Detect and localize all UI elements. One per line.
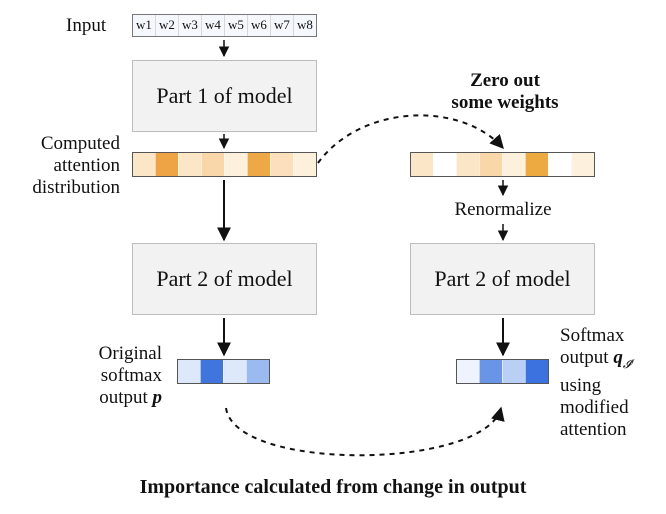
modified-output-cell bbox=[479, 360, 502, 383]
arrow-zero-out-curve bbox=[317, 114, 504, 164]
input-token: w7 bbox=[270, 15, 293, 36]
modified-attention-strip bbox=[410, 152, 595, 177]
attention-label-line3: distribution bbox=[32, 177, 120, 198]
modified-output-subscript: 𝓘′ bbox=[622, 356, 634, 371]
part2-right-box: Part 2 of model bbox=[410, 243, 595, 315]
modified-softmax-strip bbox=[456, 359, 549, 384]
original-output-cell bbox=[223, 360, 246, 383]
attention-cell bbox=[224, 153, 247, 176]
input-token: w5 bbox=[224, 15, 247, 36]
modified-attention-cell bbox=[411, 153, 433, 176]
modified-attention-cell bbox=[571, 153, 594, 176]
part2-right-label: Part 2 of model bbox=[434, 266, 571, 291]
modified-attention-cell bbox=[479, 153, 502, 176]
input-token: w6 bbox=[247, 15, 270, 36]
attention-label-line2: attention bbox=[53, 155, 120, 176]
part2-left-label: Part 2 of model bbox=[156, 266, 293, 291]
attention-label-line1: Computed bbox=[40, 133, 120, 154]
modified-output-line1: Softmax bbox=[560, 325, 625, 346]
input-token: w2 bbox=[155, 15, 178, 36]
attention-label: Computed attention distribution bbox=[6, 133, 120, 199]
modified-attention-cell bbox=[525, 153, 548, 176]
part2-left-box: Part 2 of model bbox=[132, 243, 317, 315]
attention-cell bbox=[133, 153, 155, 176]
input-token: w3 bbox=[178, 15, 201, 36]
original-output-cell bbox=[178, 360, 200, 383]
modified-output-symbol: q bbox=[613, 347, 623, 368]
original-output-line2: softmax bbox=[100, 365, 162, 386]
zero-out-label: Zero out some weights bbox=[425, 70, 585, 114]
part1-label: Part 1 of model bbox=[156, 83, 293, 108]
modified-attention-cell bbox=[433, 153, 456, 176]
modified-attention-cell bbox=[548, 153, 571, 176]
modified-attention-cell bbox=[502, 153, 525, 176]
attention-cell bbox=[155, 153, 178, 176]
input-token: w8 bbox=[293, 15, 316, 36]
bottom-caption: Importance calculated from change in out… bbox=[139, 476, 527, 498]
attention-cell bbox=[270, 153, 293, 176]
original-output-cell bbox=[200, 360, 223, 383]
modified-output-label: Softmax output q𝓘′ using modified attent… bbox=[560, 325, 664, 441]
attention-distribution-strip bbox=[132, 152, 317, 177]
input-token: w1 bbox=[136, 17, 152, 32]
modified-output-cell bbox=[457, 360, 479, 383]
original-output-symbol: p bbox=[152, 387, 163, 408]
zero-out-line1: Zero out bbox=[470, 70, 540, 91]
attention-cell bbox=[247, 153, 270, 176]
arrow-bottom-curve bbox=[225, 406, 505, 457]
modified-attention-cell bbox=[456, 153, 479, 176]
renormalize-label: Renormalize bbox=[454, 199, 552, 220]
input-token: w4 bbox=[201, 15, 224, 36]
zero-out-line2: some weights bbox=[451, 92, 559, 113]
original-output-line3: output p bbox=[50, 387, 162, 409]
modified-output-line3: using bbox=[560, 374, 602, 396]
original-softmax-strip bbox=[177, 359, 270, 384]
modified-output-line2-text: output bbox=[560, 347, 609, 368]
attention-cell bbox=[293, 153, 316, 176]
attention-cell bbox=[201, 153, 224, 176]
original-output-line3-text: output bbox=[99, 387, 148, 408]
modified-output-cell bbox=[525, 360, 548, 383]
original-output-cell bbox=[246, 360, 269, 383]
original-output-label: Original softmax output p bbox=[50, 343, 162, 409]
original-output-line1: Original bbox=[98, 343, 162, 364]
modified-output-line2: output q𝓘′ bbox=[560, 347, 664, 375]
input-label: Input bbox=[66, 15, 107, 36]
modified-output-cell bbox=[502, 360, 525, 383]
modified-output-line5: attention bbox=[560, 418, 627, 440]
modified-output-line4: modified bbox=[560, 396, 629, 418]
part1-box: Part 1 of model bbox=[132, 60, 317, 132]
attention-cell bbox=[178, 153, 201, 176]
